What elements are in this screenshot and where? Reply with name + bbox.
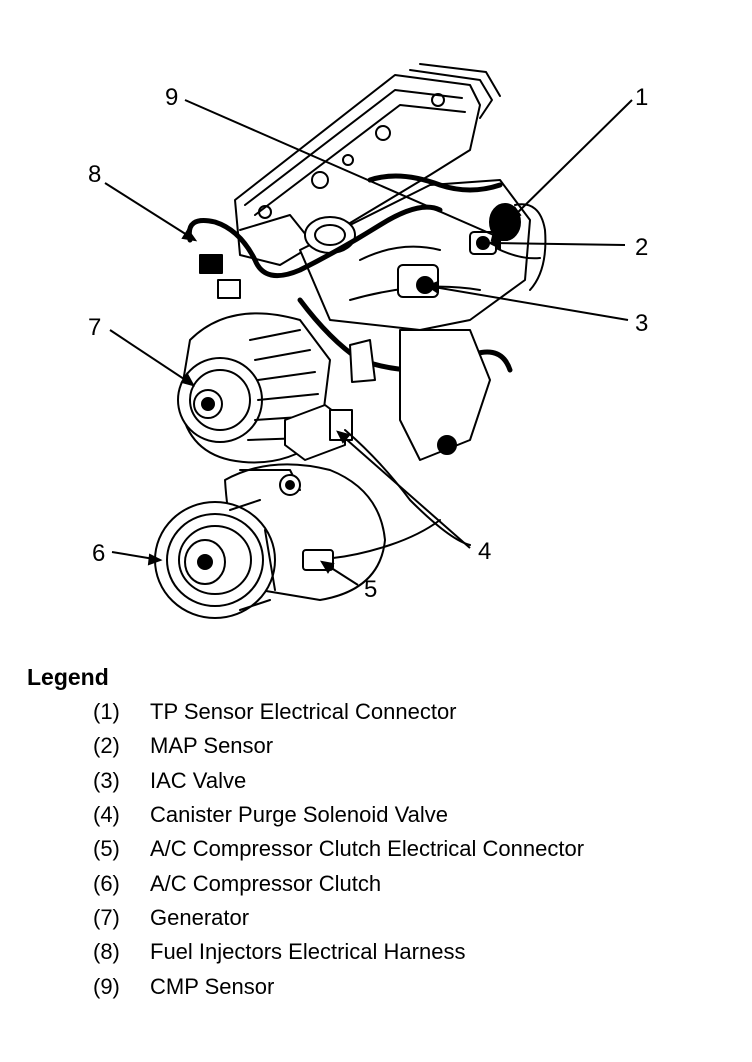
leader-line-8 [104,182,196,241]
arrowhead-7 [180,372,196,387]
injector-connector [199,254,241,299]
legend-item: (1) TP Sensor Electrical Connector [93,699,457,725]
legend-item-label: IAC Valve [150,768,247,793]
legend-item: (2) MAP Sensor [93,733,273,759]
legend-item: (3) IAC Valve [93,768,246,794]
legend-item: (6) A/C Compressor Clutch [93,871,381,897]
callout-3: 3 [635,310,649,337]
leader-line-7 [109,329,194,386]
callout-5: 5 [364,576,378,603]
legend-item-number: (2) [93,733,120,758]
legend-item: (5) A/C Compressor Clutch Electrical Conn… [93,836,584,862]
arrowhead-8 [181,228,198,242]
legend-item-number: (3) [93,768,120,793]
leader-lines [104,99,633,586]
canister-purge-solenoid [284,404,471,546]
callout-1: 1 [635,84,649,111]
callout-2: 2 [635,234,649,261]
legend-item-label: Fuel Injectors Electrical Harness [150,939,466,964]
legend-item-number: (9) [93,974,120,999]
legend-item-label: MAP Sensor [150,733,274,758]
legend-item-number: (6) [93,871,120,896]
legend-item: (8) Fuel Injectors Electrical Harness [93,939,465,965]
callout-7: 7 [88,314,102,341]
legend-item-label: Generator [150,905,250,930]
callout-8: 8 [88,161,102,188]
legend-item-number: (4) [93,802,120,827]
legend-item-number: (1) [93,699,120,724]
leader-line-9 [184,99,506,241]
engine-block [349,329,491,461]
leader-line-1 [509,99,633,221]
legend-item-label: Canister Purge Solenoid Valve [150,802,448,827]
leader-line-2 [489,242,626,246]
arrowhead-5 [320,560,335,574]
legend-item-number: (5) [93,836,120,861]
legend-item-number: (7) [93,905,120,930]
legend-item: (4) Canister Purge Solenoid Valve [93,802,448,828]
legend-item-number: (8) [93,939,120,964]
callout-9: 9 [165,84,179,111]
callout-6: 6 [92,540,106,567]
legend-item: (7) Generator [93,905,249,931]
arrowhead-1 [508,205,522,223]
ac-compressor-clutch [154,499,276,619]
valve-cover [234,63,501,266]
arrowhead-4 [336,430,351,444]
arrowhead-6 [147,553,163,566]
engine-diagram [104,63,633,619]
leader-line-3 [427,285,629,321]
arrowhead-2 [487,236,501,250]
legend-title: Legend [27,664,109,690]
legend-item-label: CMP Sensor [150,974,275,999]
legend-item-label: TP Sensor Electrical Connector [150,699,457,724]
legend-item-label: A/C Compressor Clutch Electrical Connect… [150,836,585,861]
iac-valve [397,264,439,298]
leader-line-4 [337,431,471,549]
legend-item: (9) CMP Sensor [93,974,274,1000]
arrowhead-3 [425,280,440,294]
callout-4: 4 [478,538,492,565]
legend-item-label: A/C Compressor Clutch [150,871,382,896]
